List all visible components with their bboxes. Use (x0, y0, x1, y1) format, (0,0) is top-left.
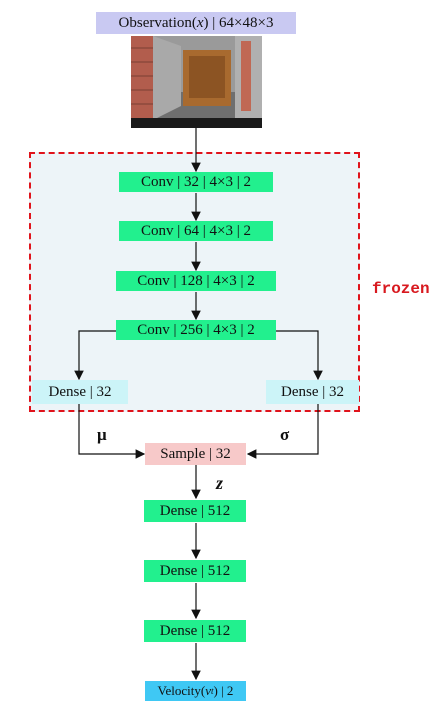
conv-layer-1: Conv | 32 | 4×3 | 2 (119, 172, 273, 192)
sample-layer: Sample | 32 (145, 443, 246, 465)
observation-image (131, 36, 262, 128)
decoder-dense-2: Dense | 512 (144, 560, 246, 582)
conv-layer-4: Conv | 256 | 4×3 | 2 (116, 320, 276, 340)
decoder-dense-3: Dense | 512 (144, 620, 246, 642)
dense-sigma: Dense | 32 (266, 380, 359, 404)
conv-layer-3: Conv | 128 | 4×3 | 2 (116, 271, 276, 291)
sigma-label: σ (280, 425, 290, 444)
z-label: z (216, 473, 224, 493)
frozen-label: frozen (372, 280, 430, 298)
dense-mu: Dense | 32 (32, 380, 128, 404)
decoder-dense-1: Dense | 512 (144, 500, 246, 522)
conv-layer-2: Conv | 64 | 4×3 | 2 (119, 221, 273, 241)
mu-label: μ (97, 425, 107, 444)
observation-label: Observation(x) | 64×48×3 (96, 12, 296, 34)
